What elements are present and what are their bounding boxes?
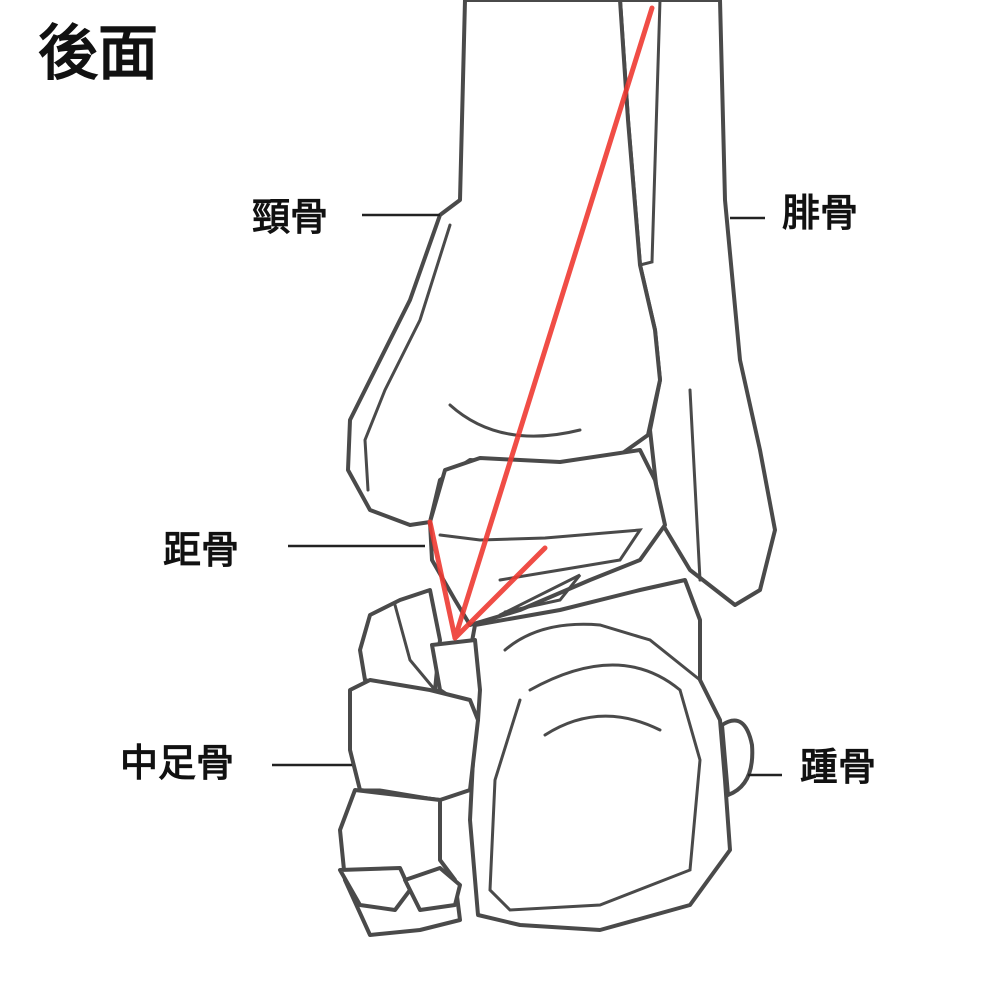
arrow-shaft [452,5,655,641]
tibia-line [448,403,582,438]
label-calcaneus: 踵骨 [800,745,877,789]
fibula-edge [638,0,662,267]
fibula-line [688,388,702,582]
phalanx [338,866,412,912]
tibia-line [363,223,452,492]
metatarsal-bone [338,788,462,937]
talus-line [438,528,643,582]
label-tibia: 頸骨 [252,195,329,239]
label-metatarsal: 中足骨 [120,741,235,785]
calcaneus-tuber [720,718,755,797]
label-fibula: 腓骨 [782,191,859,235]
navicular-line [393,603,437,692]
label-talus: 距骨 [163,528,240,572]
tibia-bone [346,0,662,527]
calcaneus-bone [463,578,732,932]
view-title: 後面 [38,19,158,89]
force-arrow [427,5,655,641]
calcaneus-line [543,714,662,737]
talus-line [498,573,582,617]
metatarsal-bone [348,678,480,802]
phalanx [403,866,462,912]
calcaneus-line [503,622,702,682]
calcaneus-line [488,663,702,912]
arrowhead-icon [427,519,548,641]
